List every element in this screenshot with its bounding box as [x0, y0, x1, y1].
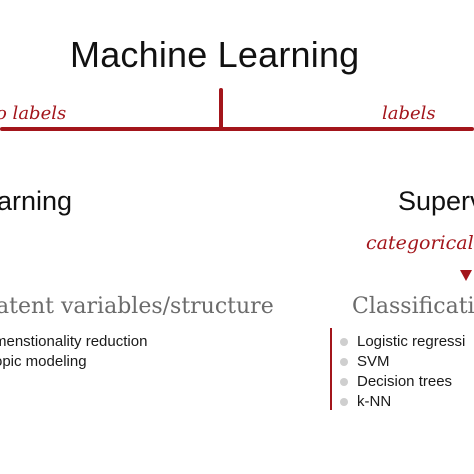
bullet-icon [340, 398, 348, 406]
right-item-list: Logistic regressi SVM Decision trees k-N… [340, 332, 465, 412]
bullet-icon [340, 338, 348, 346]
bullet-icon [340, 378, 348, 386]
left-item-list: menstionality reduction opic modeling [0, 332, 147, 372]
list-item: SVM [340, 352, 465, 372]
bullet-icon [340, 358, 348, 366]
list-item: opic modeling [0, 353, 87, 370]
list-bracket-line [330, 328, 332, 410]
right-branch-subheading: Classificatio [352, 294, 474, 319]
right-branch-heading: Superv [398, 186, 474, 216]
list-item: menstionality reduction [0, 333, 148, 350]
list-item-label: Decision trees [357, 373, 453, 390]
list-item-label: SVM [357, 353, 390, 370]
right-branch-annotation: categorical [366, 232, 474, 254]
root-connector-line [219, 88, 223, 129]
list-item-label: k-NN [357, 393, 392, 410]
right-edge-label: labels [382, 103, 436, 124]
list-item-label: Logistic regressi [357, 333, 466, 350]
diagram-title: Machine Learning [70, 34, 360, 75]
arrow-down-icon [460, 270, 472, 281]
left-branch-heading: arning [0, 186, 73, 216]
branch-connector-line [0, 127, 474, 131]
list-item: k-NN [340, 392, 465, 412]
list-item: Decision trees [340, 372, 465, 392]
left-branch-subheading: atent variables/structure [0, 294, 274, 319]
left-edge-label: o labels [0, 103, 67, 124]
list-item: Logistic regressi [340, 332, 465, 352]
